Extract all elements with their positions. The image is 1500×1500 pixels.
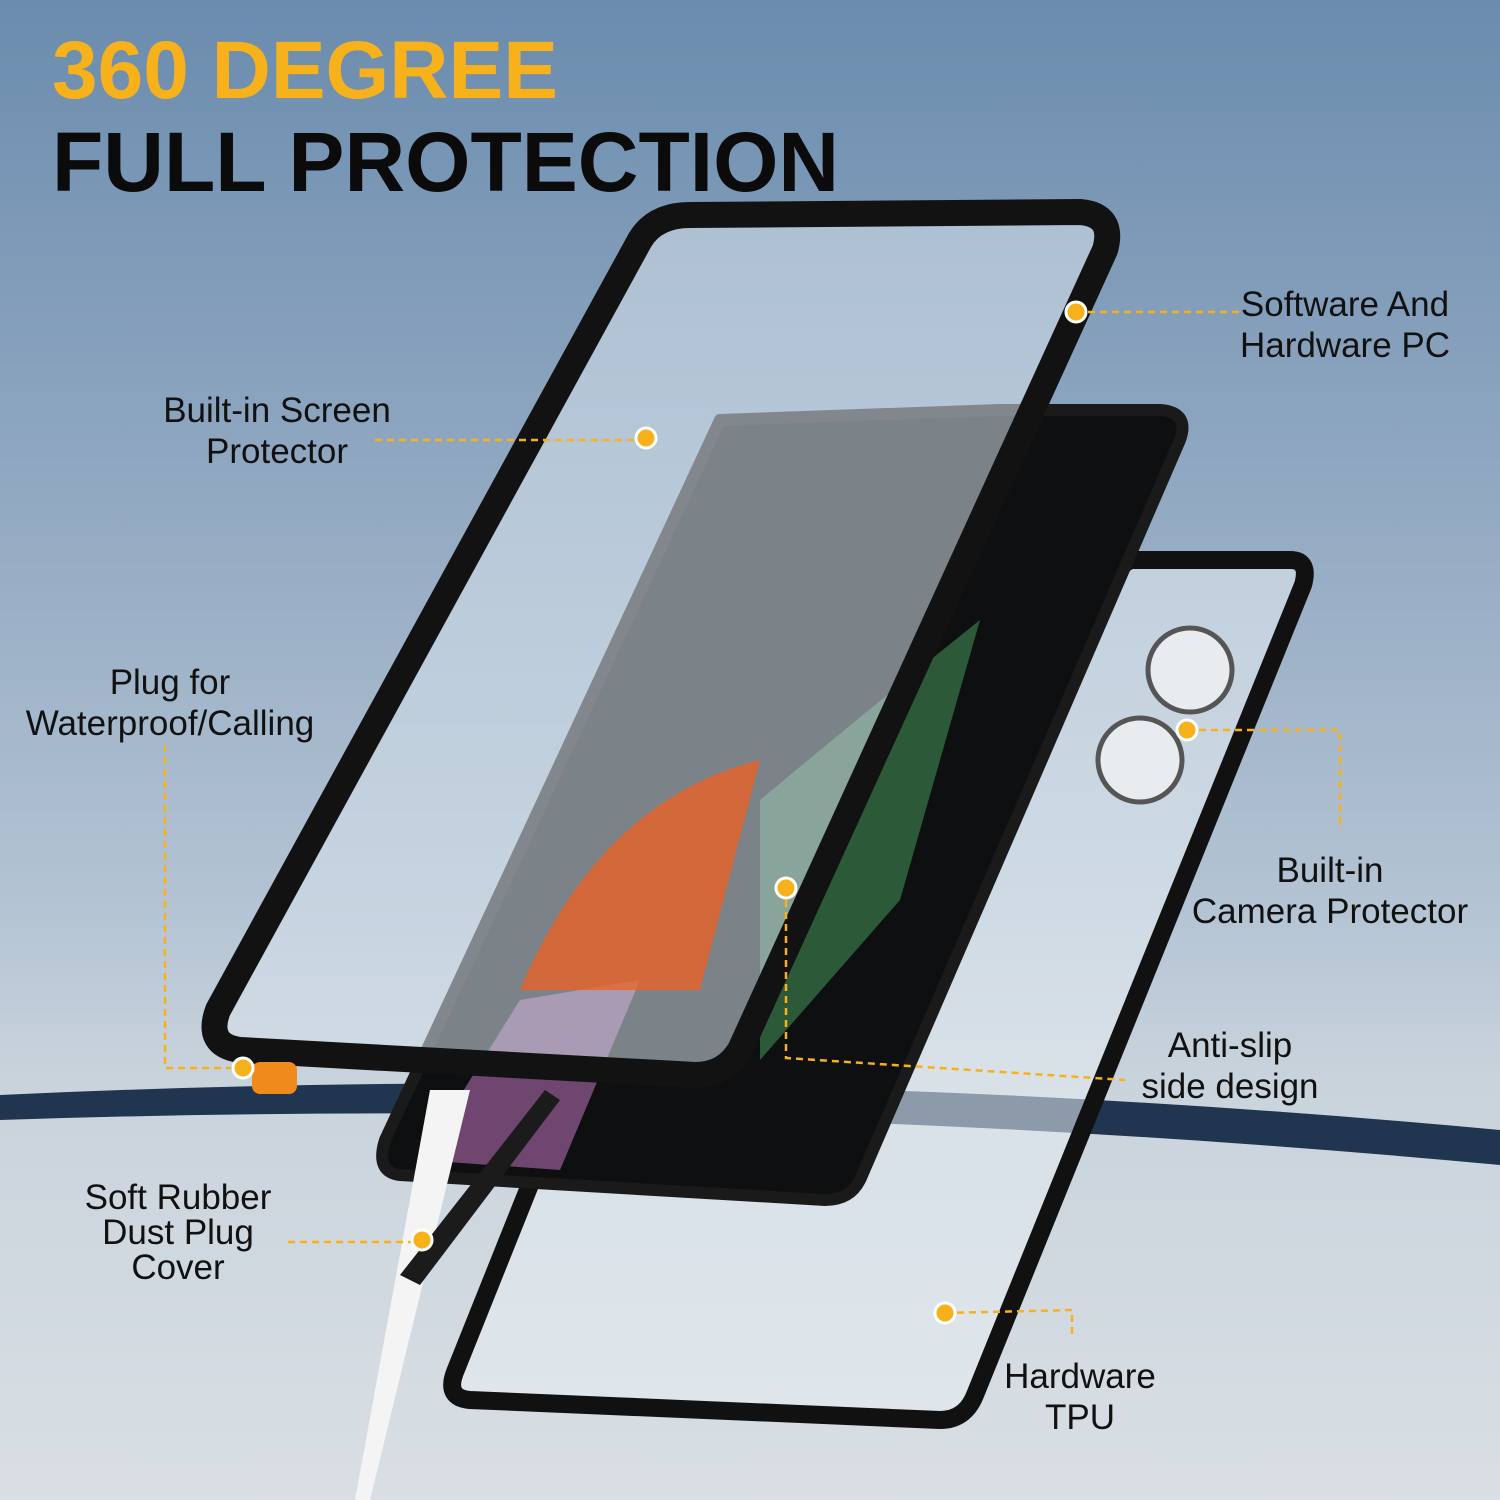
callout-antislip: Anti-slip side design	[1110, 1025, 1350, 1108]
floor-stripe	[0, 1083, 1500, 1165]
headline-line1: 360 DEGREE	[52, 25, 558, 116]
callout-screen: Built-in Screen Protector	[137, 390, 417, 473]
callout-text: Hardware	[1004, 1357, 1156, 1396]
callout-text: Cover	[131, 1248, 225, 1287]
callout-text: Plug for	[109, 663, 231, 702]
headline-line2: FULL PROTECTION	[52, 115, 840, 209]
callout-text: Built-in Screen	[163, 391, 391, 430]
callout-dust: Soft Rubber Dust Plug Cover	[58, 1180, 298, 1285]
callout-tpu: Hardware TPU	[980, 1356, 1180, 1439]
callout-text: Camera Protector	[1191, 892, 1469, 932]
callout-plug: Plug for Waterproof/Calling	[5, 662, 335, 745]
callout-text: Built-in	[1276, 851, 1384, 890]
orange-plug	[252, 1062, 297, 1094]
callout-text: Waterproof/Calling	[25, 704, 315, 744]
callout-text: Soft Rubber	[84, 1178, 272, 1217]
callout-dots	[231, 300, 1199, 1325]
callout-lines	[163, 310, 1342, 1335]
callout-text: Hardware PC	[1239, 326, 1451, 366]
wallpaper-orange	[520, 760, 760, 990]
callout-text: TPU	[1045, 1398, 1115, 1438]
wallpaper-green	[760, 620, 980, 1060]
callout-text: Anti-slip	[1167, 1026, 1293, 1065]
callout-text: side design	[1141, 1067, 1319, 1107]
callout-text: Protector	[206, 432, 348, 472]
callout-text: Software And	[1240, 285, 1450, 324]
front-case-pc	[201, 199, 1121, 1088]
callout-camera: Built-in Camera Protector	[1170, 850, 1490, 933]
charging-cable	[355, 1090, 470, 1500]
camera-lens-protector	[1145, 625, 1235, 715]
callout-pc: Software And Hardware PC	[1225, 284, 1465, 367]
camera-lens-protector	[1095, 715, 1185, 805]
dust-plug-cover	[400, 1090, 560, 1285]
callout-text: Dust Plug	[102, 1213, 254, 1252]
